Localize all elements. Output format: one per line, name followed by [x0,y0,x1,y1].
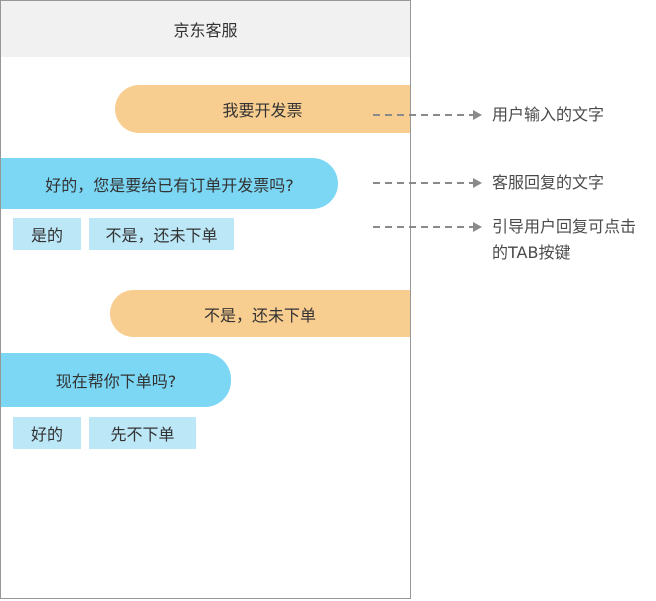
quick-reply-label: 是的 [30,226,63,245]
chat-header-title: 京东客服 [173,21,238,40]
quick-reply-label: 好的 [30,425,63,444]
agent-message-text: 现在帮你下单吗? [55,372,177,391]
annotation-text: 用户输入的文字 [492,105,605,124]
annotation-agent-reply: 客服回复的文字 [492,172,604,194]
quick-reply-row: 好的 先不下单 [13,417,196,449]
annotation-text: 客服回复的文字 [492,173,605,192]
quick-reply-button-not-ordered[interactable]: 不是，还未下单 [89,218,234,250]
annotation-text-line2: 的TAB按键 [492,243,571,262]
quick-reply-row: 是的 不是，还未下单 [13,218,234,250]
agent-message-text: 好的，您是要给已有订单开发票吗? [45,175,294,195]
dashed-arrow-icon [373,182,473,184]
quick-reply-button-no-order-yet[interactable]: 先不下单 [89,417,196,449]
quick-reply-button-yes[interactable]: 是的 [13,218,81,250]
quick-reply-label: 先不下单 [110,425,175,444]
annotation-tab-buttons: 引导用户回复可点击 的TAB按键 [492,214,636,266]
agent-message-bubble: 现在帮你下单吗? [1,353,231,407]
dashed-arrow-icon [373,114,473,116]
annotation-user-input: 用户输入的文字 [492,104,604,126]
quick-reply-button-ok[interactable]: 好的 [13,417,81,449]
chat-header: 京东客服 [1,1,410,57]
chat-panel: 京东客服 我要开发票 好的，您是要给已有订单开发票吗? 是的 不是，还未下单 不… [0,0,411,599]
agent-message-bubble: 好的，您是要给已有订单开发票吗? [1,158,338,209]
user-message-bubble: 我要开发票 [115,85,410,133]
quick-reply-label: 不是，还未下单 [105,226,218,245]
user-message-bubble: 不是，还未下单 [110,290,410,337]
annotation-text-line1: 引导用户回复可点击 [492,217,637,236]
dashed-arrow-icon [373,226,473,228]
user-message-text: 不是，还未下单 [203,305,316,325]
user-message-text: 我要开发票 [222,101,303,120]
